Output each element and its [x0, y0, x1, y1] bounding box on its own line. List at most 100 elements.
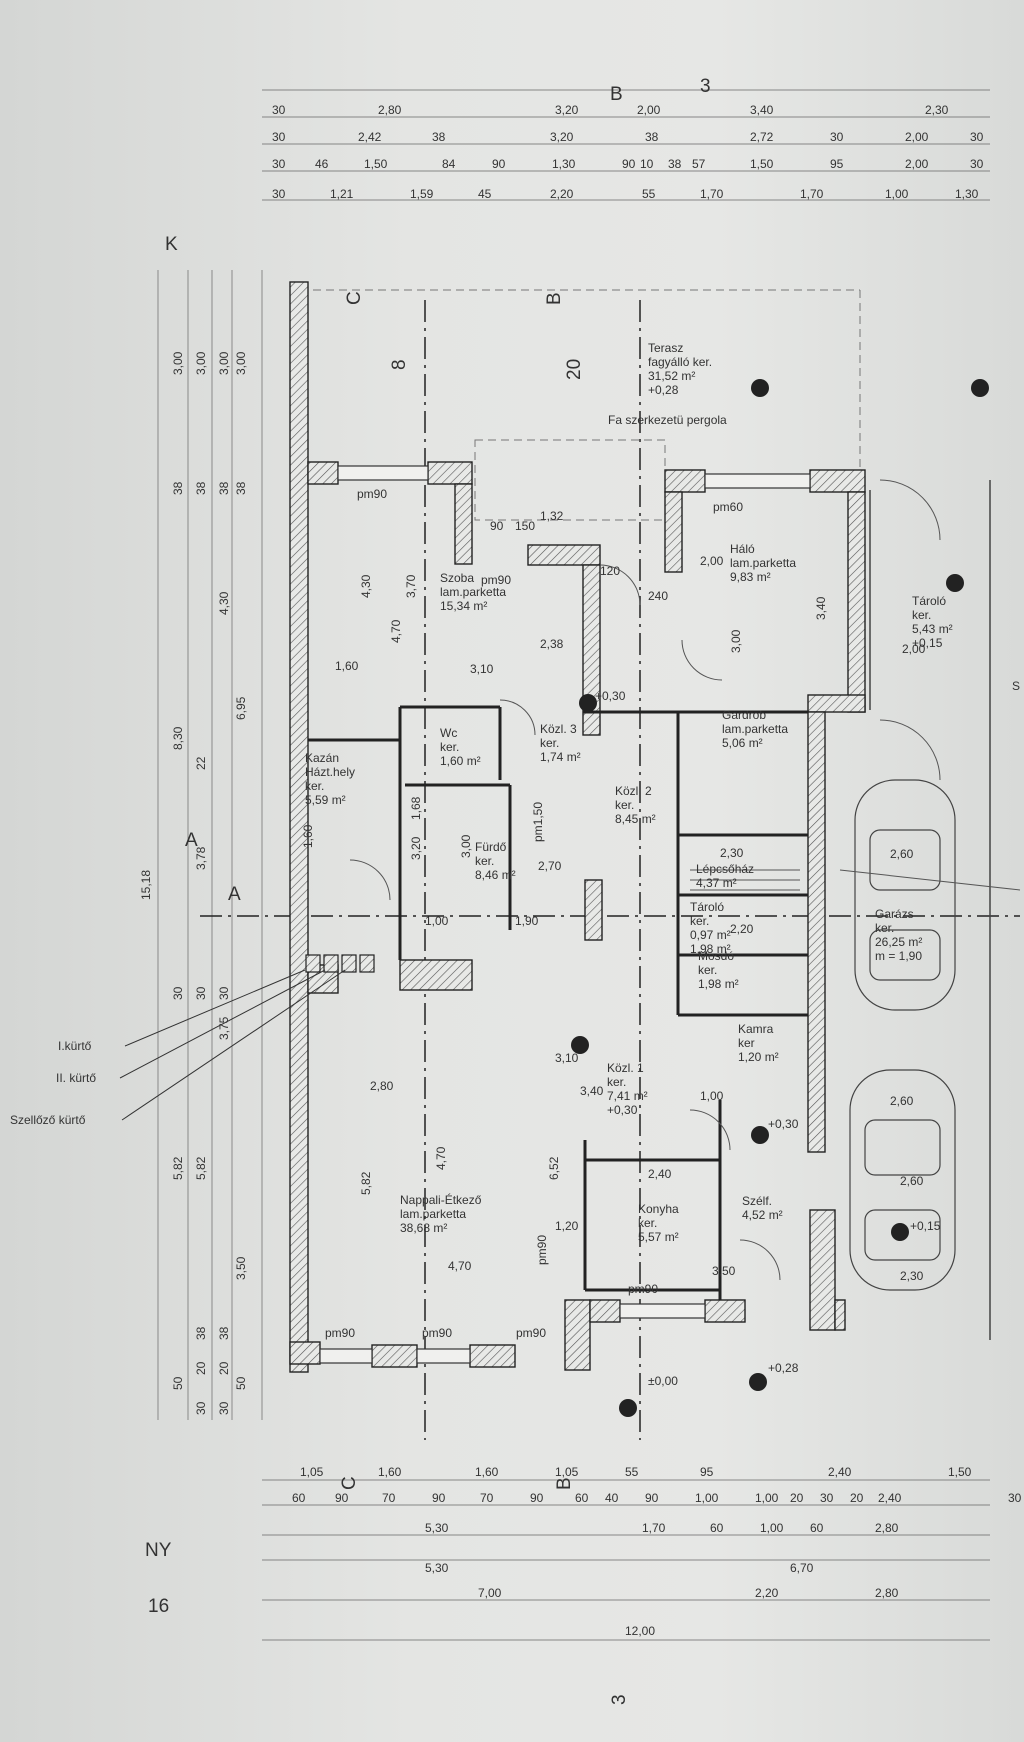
inner-dim: 240 [648, 589, 668, 603]
bottom-dim: 7,00 [478, 1586, 502, 1600]
bottom-dim: 12,00 [625, 1624, 655, 1638]
partitions [308, 705, 808, 1300]
bottom-dim: 2,80 [875, 1586, 899, 1600]
axis-c-number: 8 [389, 359, 410, 370]
bottom-dim: 60 [810, 1521, 824, 1535]
room-garazs-height: m = 1,90 [875, 949, 922, 963]
inner-dim: 1,00 [700, 1089, 724, 1103]
inner-dim: 1,60 [301, 824, 315, 848]
bottom-dim: 30 [820, 1491, 834, 1505]
top-dim: 3,40 [750, 103, 774, 117]
inner-dim: 120 [600, 564, 620, 578]
garage-border [869, 480, 991, 1340]
opening-label: pm90 [535, 1235, 549, 1265]
left-dim: 5,82 [171, 1156, 185, 1180]
inner-dim: 2,40 [648, 1167, 672, 1181]
left-dim: 30 [217, 986, 231, 1000]
bottom-dim: 70 [382, 1491, 396, 1505]
room-nappali-name: Nappali-Étkező [400, 1192, 482, 1207]
room-tarolo2-floor: ker. [690, 914, 709, 928]
left-dim: 38 [194, 481, 208, 495]
inner-dim: 1,32 [540, 509, 564, 523]
axis-lines [200, 300, 1020, 1440]
bottom-dim: 5,30 [425, 1521, 449, 1535]
room-kazan-name: Kazán [305, 751, 339, 765]
room-konyha-area: 5,57 m² [638, 1230, 679, 1244]
top-dim: 1,30 [955, 187, 979, 201]
room-halo-area: 9,83 m² [730, 570, 771, 584]
top-dim: 30 [272, 103, 286, 117]
room-tarolo1-floor: ker. [912, 608, 931, 622]
north-marker: K [165, 234, 178, 255]
bottom-dim: 2,40 [828, 1465, 852, 1479]
top-dim: 1,59 [410, 187, 434, 201]
bottom-dim: 60 [710, 1521, 724, 1535]
room-mosdo-floor: ker. [698, 963, 717, 977]
room-kamra-name: Kamra [738, 1022, 774, 1036]
inner-dim: 3,70 [404, 574, 418, 598]
level-markers [571, 379, 989, 1417]
left-dim: 50 [234, 1376, 248, 1390]
legend-kurto-1: I.kürtő [58, 1039, 92, 1053]
bottom-dim: 90 [645, 1491, 659, 1505]
level-label: +0,30 [595, 689, 626, 703]
left-dim: 6,95 [234, 696, 248, 720]
top-dim: 38 [645, 130, 659, 144]
top-dim: 90 [622, 157, 636, 171]
room-tarolo2-area: 0,97 m² [690, 928, 731, 942]
bottom-dim: 1,00 [755, 1491, 779, 1505]
room-kozl3-floor: ker. [540, 736, 559, 750]
top-dim: 2,00 [905, 157, 929, 171]
room-furdo-area: 8,46 m² [475, 868, 516, 882]
room-nappali-area: 38,68 m² [400, 1221, 447, 1235]
top-dim: 2,80 [378, 103, 402, 117]
left-dim: 30 [217, 1401, 231, 1415]
inner-dim: 2,60 [900, 1174, 924, 1188]
inner-dim: 1,60 [335, 659, 359, 673]
left-dim: 20 [194, 1361, 208, 1375]
bottom-dim: 95 [700, 1465, 714, 1479]
opening-label: pm60 [713, 500, 743, 514]
room-szoba-name: Szoba [440, 571, 474, 585]
inner-dim: 150 [515, 519, 535, 533]
room-tarolo2-area2: 1,98 m² [690, 942, 731, 956]
room-kamra-floor: ker [738, 1036, 755, 1050]
bottom-dim: 90 [432, 1491, 446, 1505]
bottom-dimension-lines [262, 1479, 990, 1641]
bottom-dim: 20 [790, 1491, 804, 1505]
inner-dim: 4,30 [359, 574, 373, 598]
opening-label: pm90 [422, 1326, 452, 1340]
room-konyha-floor: ker. [638, 1216, 657, 1230]
left-dim: 30 [194, 986, 208, 1000]
top-dim: 1,50 [750, 157, 774, 171]
axis-b-label: B [544, 292, 565, 305]
room-tarolo2-name: Tároló [690, 900, 724, 914]
axis-c-label: C [344, 291, 365, 305]
room-kozl1-area: 7,41 m² [607, 1089, 648, 1103]
bottom-dim: 2,40 [878, 1491, 902, 1505]
inner-dim: 2,30 [900, 1269, 924, 1283]
room-kozl1-name: Közl. 1 [607, 1061, 644, 1075]
inner-dim: 3,40 [580, 1084, 604, 1098]
level-label: +0,28 [768, 1361, 799, 1375]
room-szoba-floor: lam.parketta [440, 585, 506, 599]
left-dim: 3,75 [217, 1016, 231, 1040]
room-tarolo1-area: 5,43 m² [912, 622, 953, 636]
inner-dim: 5,82 [359, 1171, 373, 1195]
left-dim: 30 [194, 1401, 208, 1415]
inner-dim: 4,70 [448, 1259, 472, 1273]
inner-dim: 2,38 [540, 637, 564, 651]
room-kozl2-area: 8,45 m² [615, 812, 656, 826]
room-nappali-floor: lam.parketta [400, 1207, 466, 1221]
top-dimension-lines [262, 89, 990, 201]
bottom-dim: 1,05 [555, 1465, 579, 1479]
top-dim: 1,70 [700, 187, 724, 201]
inner-dim: 1,00 [425, 914, 449, 928]
top-dim: 90 [492, 157, 506, 171]
left-dim: 15,18 [139, 870, 153, 900]
opening-label: pm1,50 [531, 802, 545, 842]
left-dim: 3,00 [217, 351, 231, 375]
top-dim: 55 [642, 187, 656, 201]
bottom-dim: 1,50 [948, 1465, 972, 1479]
